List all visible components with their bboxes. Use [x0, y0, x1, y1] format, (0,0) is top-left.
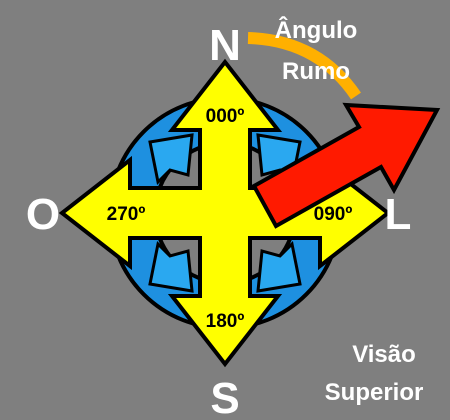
view-label-line1: Visão: [352, 341, 416, 368]
cardinal-north-label: N: [209, 21, 241, 70]
cardinal-east-label: L: [385, 190, 412, 239]
heading-angle-label-line1: Ângulo: [275, 16, 358, 44]
heading-arrow: [251, 102, 441, 229]
cardinal-west-label: O: [26, 190, 60, 239]
ring-lobes: [148, 133, 302, 293]
cardinal-south-label: S: [210, 374, 239, 420]
heading-angle-arc: [247, 32, 361, 100]
degree-south-label: 180º: [206, 311, 245, 332]
ring-lobe-nw: [148, 133, 194, 186]
ring-lobe-sw: [148, 240, 194, 293]
degree-west-label: 270º: [107, 204, 146, 225]
heading-angle-label-line2: Rumo: [282, 58, 350, 85]
degree-east-label: 090º: [314, 204, 353, 225]
degree-north-label: 000º: [206, 106, 245, 127]
view-label-line2: Superior: [325, 379, 424, 406]
ring-lobe-se: [256, 240, 302, 293]
